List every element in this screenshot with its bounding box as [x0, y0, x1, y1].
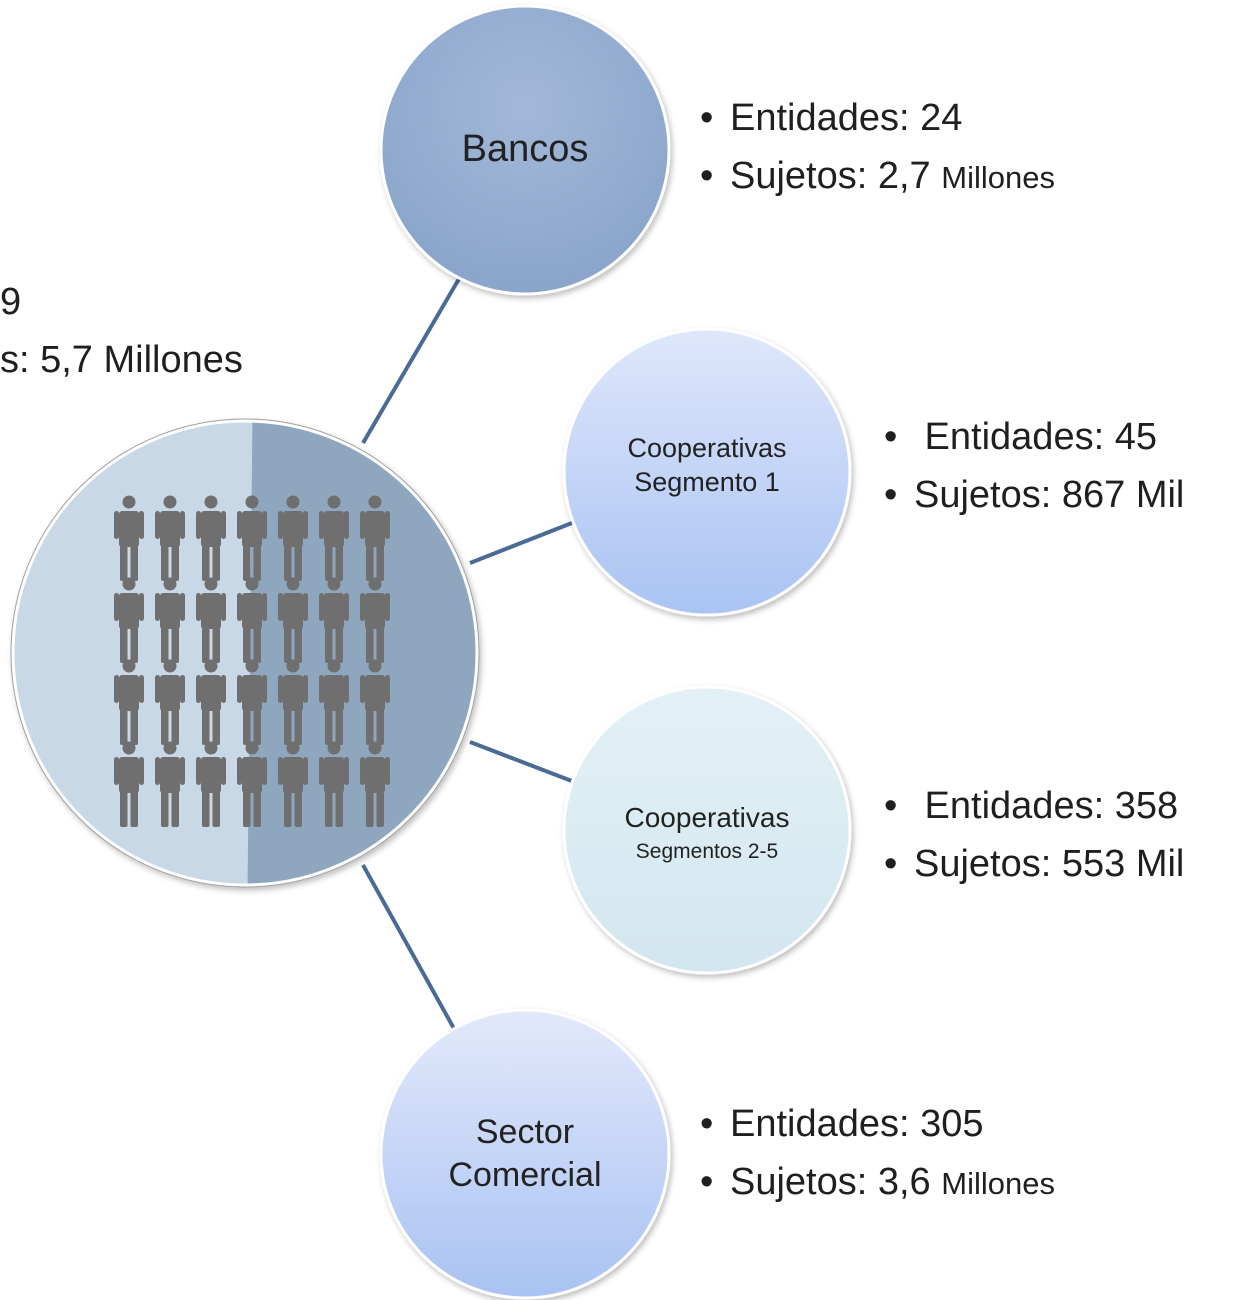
connectors [361, 270, 578, 1035]
node-circle-coop-s1[interactable] [562, 327, 852, 617]
connector-bancos [361, 270, 465, 445]
stat-entidades: •Entidades: 305 [700, 1103, 984, 1145]
center-sujetos-partial: s: 5,7 Millones [0, 339, 243, 381]
stats-list-bancos: •Entidades: 24 •Sujetos: 2,7 Millones [700, 89, 1055, 205]
stat-sujetos: •Sujetos: 3,6 Millones [700, 1161, 1055, 1203]
stat-entidades: • Entidades: 45 [884, 416, 1157, 458]
node-label-sector-comercial: Sector Comercial [448, 1113, 602, 1194]
connector-sector-comercial [361, 864, 459, 1035]
node-label-coop-s1: Cooperativas Segmento 1 [627, 433, 787, 497]
stat-entidades: • Entidades: 358 [884, 785, 1179, 827]
node-circle-coop-s2-5[interactable] [562, 685, 852, 975]
stat-sujetos: •Sujetos: 867 Mil [884, 474, 1185, 516]
node-circle-sector-comercial[interactable] [379, 1008, 671, 1300]
stat-entidades: •Entidades: 24 [700, 97, 963, 139]
stat-sujetos: •Sujetos: 553 Mil [884, 843, 1185, 885]
stats-list-coop-s1: • Entidades: 45 •Sujetos: 867 Mil [884, 408, 1184, 524]
center-entidades-partial: 9 [0, 281, 22, 323]
connector-coop-s1 [469, 519, 578, 565]
node-label-coop-s2-5: Cooperativas Segmentos 2-5 [624, 802, 790, 863]
node-label-bancos: Bancos [461, 128, 589, 170]
stats-list-coop-s2-5: • Entidades: 358 •Sujetos: 553 Mil [884, 777, 1184, 893]
node-circle-bancos[interactable] [379, 4, 671, 296]
connector-coop-s2-5 [469, 740, 578, 785]
stat-sujetos: •Sujetos: 2,7 Millones [700, 155, 1055, 197]
stats-list-sector-comercial: •Entidades: 305 •Sujetos: 3,6 Millones [700, 1095, 1055, 1211]
